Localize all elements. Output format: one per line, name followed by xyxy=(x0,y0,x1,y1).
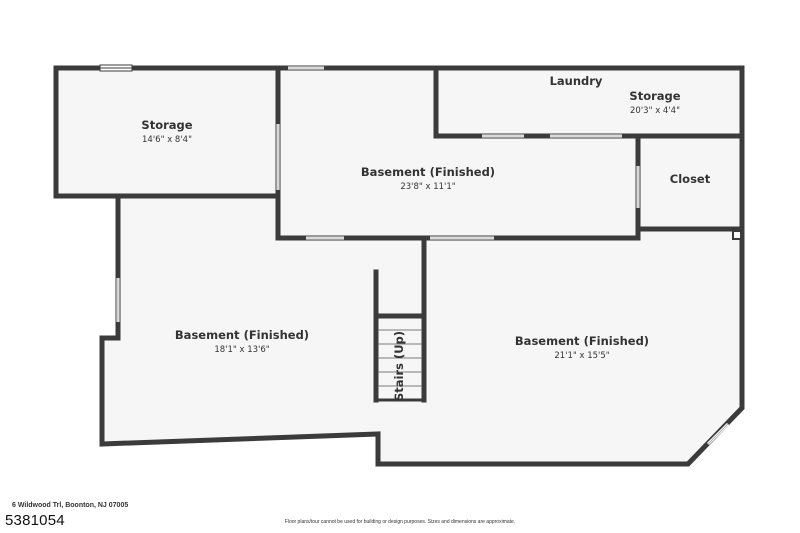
basement-right-name: Basement (Finished) xyxy=(515,334,649,348)
stairs-label: Stairs (Up) xyxy=(392,331,406,401)
storage-right-dims: 20'3" x 4'4" xyxy=(630,106,680,116)
window-icon xyxy=(99,64,133,72)
basement-left-name: Basement (Finished) xyxy=(175,328,309,342)
basement-top-dims: 23'8" x 11'1" xyxy=(400,182,455,192)
basement-left-dims: 18'1" x 13'6" xyxy=(214,345,269,355)
closet-name: Closet xyxy=(670,172,711,186)
storage-right-name: Storage xyxy=(629,89,680,103)
floor-fills xyxy=(56,68,742,464)
storage-left-dims: 14'6" x 8'4" xyxy=(142,135,192,145)
storage-left-name: Storage xyxy=(141,118,192,132)
footer-address: 6 Wildwood Trl, Boonton, NJ 07005 xyxy=(12,502,129,509)
corner-post xyxy=(732,230,742,240)
basement-top-name: Basement (Finished) xyxy=(361,165,495,179)
stairs xyxy=(378,329,422,402)
opening-lines xyxy=(117,67,729,445)
footer-disclaimer: Floor plans/tour cannot be used for buil… xyxy=(284,519,516,525)
basement-right-dims: 21'1" x 15'5" xyxy=(554,351,609,361)
listing-id: 5381054 xyxy=(5,512,65,529)
laundry-name: Laundry xyxy=(550,74,603,88)
